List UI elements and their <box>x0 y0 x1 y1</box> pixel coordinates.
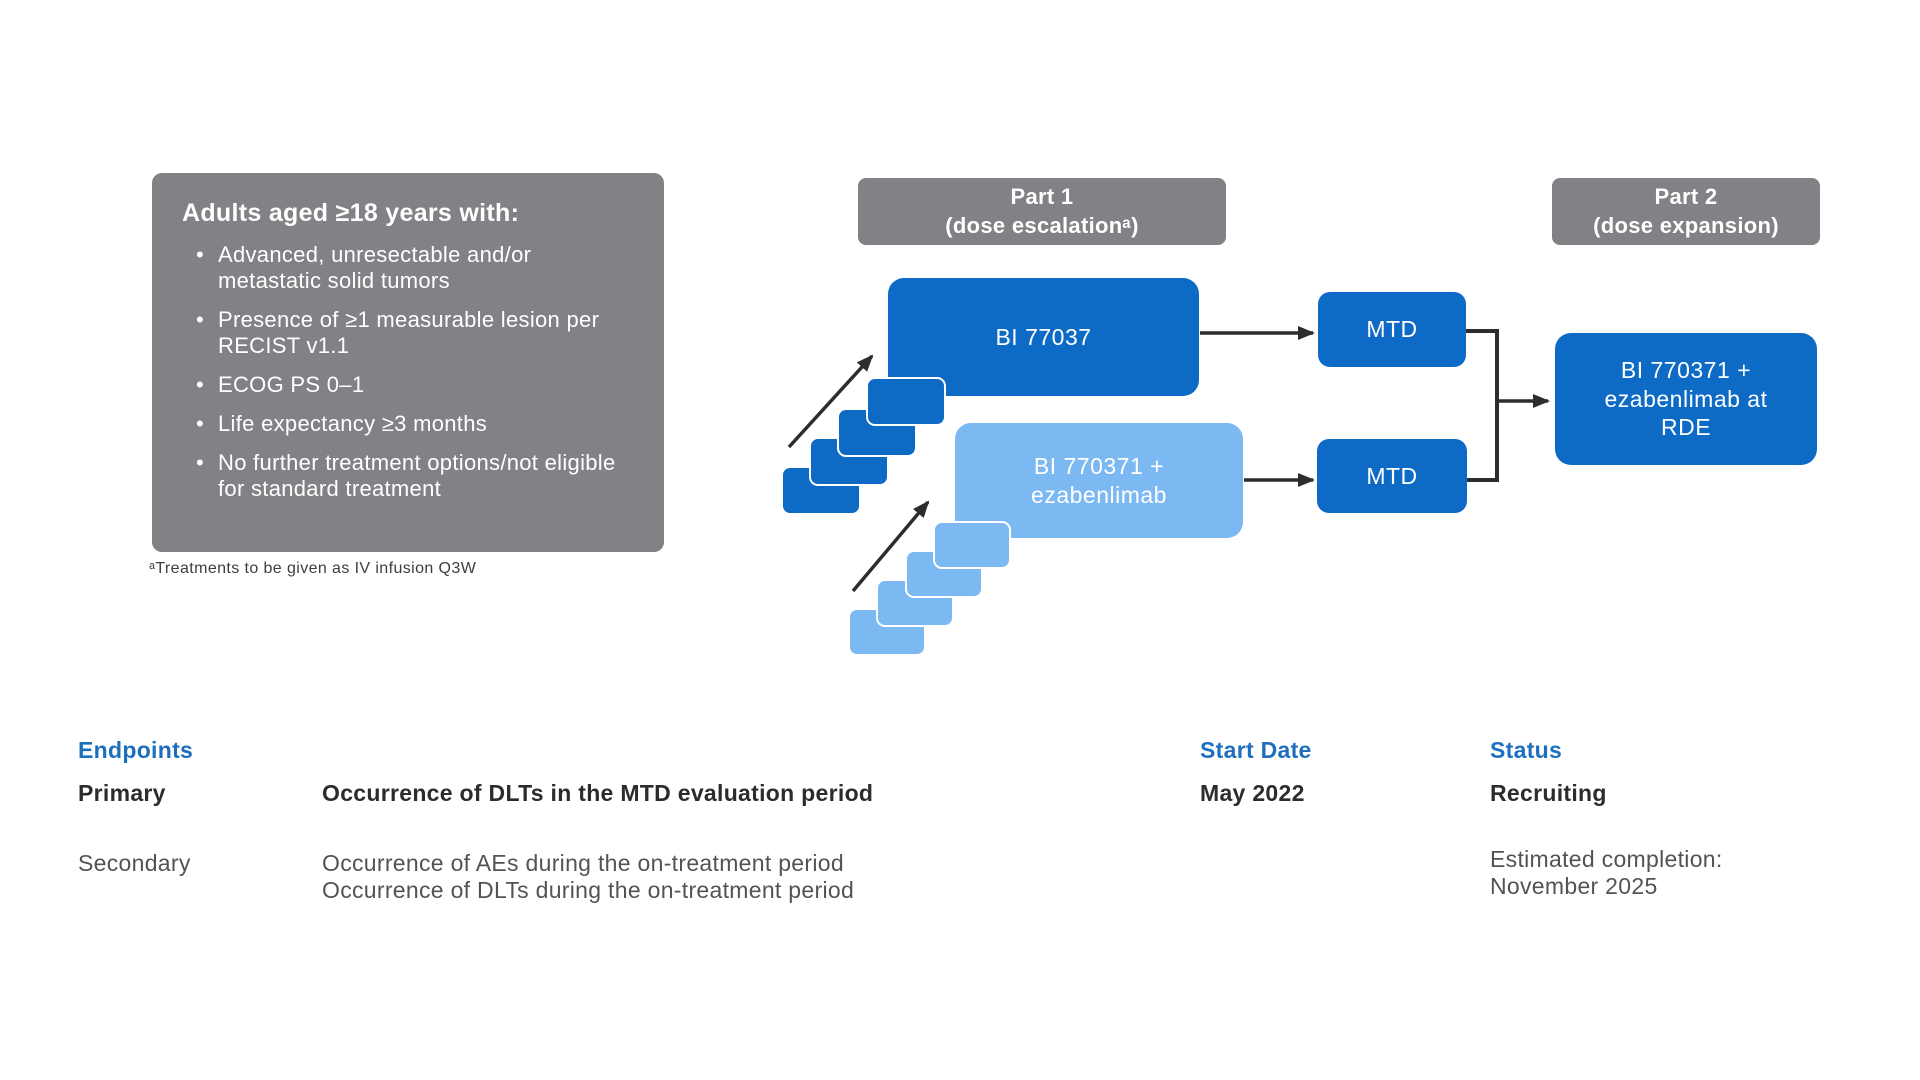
eligibility-criteria-box: Adults aged ≥18 years with: Advanced, un… <box>152 173 664 552</box>
start-date-value: May 2022 <box>1200 780 1305 806</box>
dose-step-dark-4 <box>866 377 946 426</box>
arm2-box-combination: BI 770371 + ezabenlimab <box>955 423 1243 538</box>
secondary-endpoint-line: Occurrence of AEs during the on-treatmen… <box>322 850 844 876</box>
criteria-item: Life expectancy ≥3 months <box>196 411 634 437</box>
criteria-item: Advanced, unresectable and/or metastatic… <box>196 242 634 294</box>
part1-header: Part 1 (dose escalationᵃ) <box>858 178 1226 245</box>
expansion-box-rde: BI 770371 + ezabenlimab at RDE <box>1555 333 1817 465</box>
status-value: Recruiting <box>1490 780 1607 806</box>
endpoints-header: Endpoints <box>78 737 194 763</box>
criteria-item: Presence of ≥1 measurable lesion per REC… <box>196 307 634 359</box>
arm1-box-bi77037: BI 77037 <box>888 278 1199 396</box>
mtd-merge-elbow <box>1465 329 1499 482</box>
criteria-list: Advanced, unresectable and/or metastatic… <box>182 242 634 502</box>
primary-endpoint-label: Primary <box>78 780 166 806</box>
secondary-endpoint-label: Secondary <box>78 850 191 876</box>
criteria-item: ECOG PS 0–1 <box>196 372 634 398</box>
primary-endpoint-value: Occurrence of DLTs in the MTD evaluation… <box>322 780 874 806</box>
dose-step-light-4 <box>933 521 1011 569</box>
status-header: Status <box>1490 737 1563 763</box>
start-date-header: Start Date <box>1200 737 1312 763</box>
dose-step-dark-3 <box>837 408 917 457</box>
criteria-title: Adults aged ≥18 years with: <box>182 199 520 227</box>
mtd-box-bottom: MTD <box>1317 439 1467 513</box>
footnote: ᵃTreatments to be given as IV infusion Q… <box>149 560 477 577</box>
mtd-box-top: MTD <box>1318 292 1466 367</box>
secondary-endpoint-line: Occurrence of DLTs during the on-treatme… <box>322 877 855 904</box>
estimated-completion: Estimated completion: November 2025 <box>1490 846 1723 900</box>
criteria-item: No further treatment options/not eligibl… <box>196 450 634 502</box>
part2-header: Part 2 (dose expansion) <box>1552 178 1820 245</box>
secondary-endpoint-values: Occurrence of AEs during the on-treatmen… <box>322 850 854 904</box>
